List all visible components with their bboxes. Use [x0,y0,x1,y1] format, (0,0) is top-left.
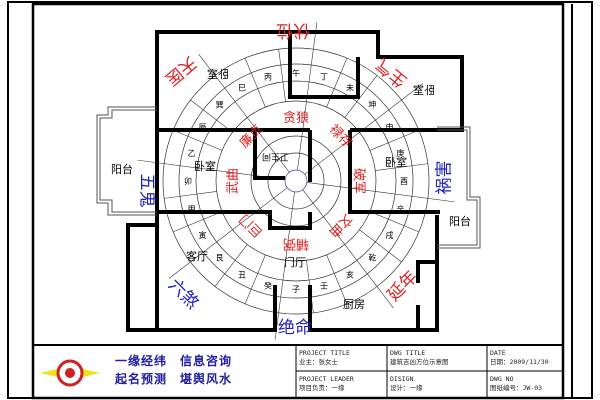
sector-line [244,58,266,108]
date-value: 日期：2009/11/30 [490,358,549,366]
star-huohai: 祸害 [434,160,455,195]
star-jueming: 绝命 [278,318,312,338]
logo-line-1: 一缘经纬 信息咨询 [115,354,233,368]
mountain-label: 乙 [188,149,196,158]
room-bedroom-mid-right: 卧室 [385,156,407,169]
sector-line [302,189,394,309]
mountain-label: 坤 [368,100,376,110]
sector-lines [137,22,455,340]
room-living: 客厅 [186,250,208,263]
sector-line [344,75,378,118]
sector-line [173,129,223,151]
mountain-label: 子 [292,285,300,294]
mountain-label: 辛 [396,204,404,214]
star-wugui: 五鬼 [136,173,157,208]
sector-line [274,191,295,340]
mountain-label: 午 [292,68,300,78]
mountain-label: 壬 [320,280,328,290]
design-value: 设计：一缘 [390,384,423,392]
room-balcony-left: 阳台 [111,163,133,176]
mountain-label: 巽 [216,101,224,110]
inner-star-label: 破军 [351,167,366,195]
mountain-label: 庚 [396,148,404,158]
inner-frame [31,2,565,400]
sector-line [369,129,419,151]
mountain-label: 酉 [400,177,408,186]
mountain-label: 寅 [198,230,206,240]
sector-line [326,254,348,304]
inner-star-label: 贪狼 [282,111,310,126]
outer-frame [7,1,593,399]
room-balcony-right: 阳台 [449,215,471,228]
mountain-label: 乾 [368,252,376,262]
mountain-label: 丁 [320,73,328,82]
sector-line [278,49,286,102]
dwg-no-value: 图纸编号：JW-03 [490,384,543,392]
sector-line [375,163,428,171]
sector-line [173,211,223,233]
sector-line [190,99,233,133]
inner-star-label: 辅弼 [282,236,310,251]
sector-line [198,53,290,173]
mountain-label: 申 [386,122,394,132]
room-bathroom: 卫生间 [262,151,290,161]
room-kitchen: 厨房 [343,298,365,311]
sector-line [359,229,402,263]
inner-star-label: 武曲 [226,167,241,195]
mountain-label: 丙 [264,73,272,82]
sector-line [306,182,455,203]
bagua-compass [162,47,430,315]
design-label: DISIGN [390,375,414,383]
mountain-label: 癸 [264,280,272,290]
mountain-ring: 子 癸 丑 艮 寅 甲 卯 乙 辰 巽 巳 丙 午丁未坤申庚酉辛戌乾亥壬 [184,68,408,294]
star-fuwei: 伏位 [276,20,310,40]
sector-line [244,254,266,304]
mountain-label: 未 [346,82,354,92]
sector-line [326,58,348,108]
dwg-title-value: 建筑吉凶方位示意图 [390,358,449,366]
room-bedroom-mid-left: 卧室 [194,160,216,173]
mountain-label: 卯 [184,177,192,186]
sector-line [369,211,419,233]
date-label: DATE [490,349,506,357]
dwg-title-label: DWG TITLE [390,349,426,357]
mountain-label: 辰 [198,123,206,132]
balcony-outlines [96,106,481,249]
room-bedroom-top-left: 卧室 [207,68,229,81]
project-leader-value: 项目负责：一缘 [299,384,345,392]
mountain-label: 戌 [386,230,394,240]
mountain-label: 丑 [238,271,246,280]
room-bedroom-top-right: 卧室 [413,84,435,97]
logo-line-2: 起名预测 堪舆风水 [115,372,233,386]
room-foyer: 门厅 [284,256,306,269]
project-title-value: 业主：张女士 [299,358,338,366]
mountain-label: 亥 [346,270,354,280]
project-leader-label: PROJECT LEADER [299,375,354,383]
dwg-no-label: DWG NO [490,375,514,383]
sector-line [164,191,217,199]
mountain-label: 甲 [188,205,196,214]
project-title-label: PROJECT TITLE [299,349,350,357]
sector-line [214,244,248,287]
mountain-label: 艮 [216,253,224,262]
sector-line [168,187,288,279]
mountain-label: 巳 [238,83,246,92]
